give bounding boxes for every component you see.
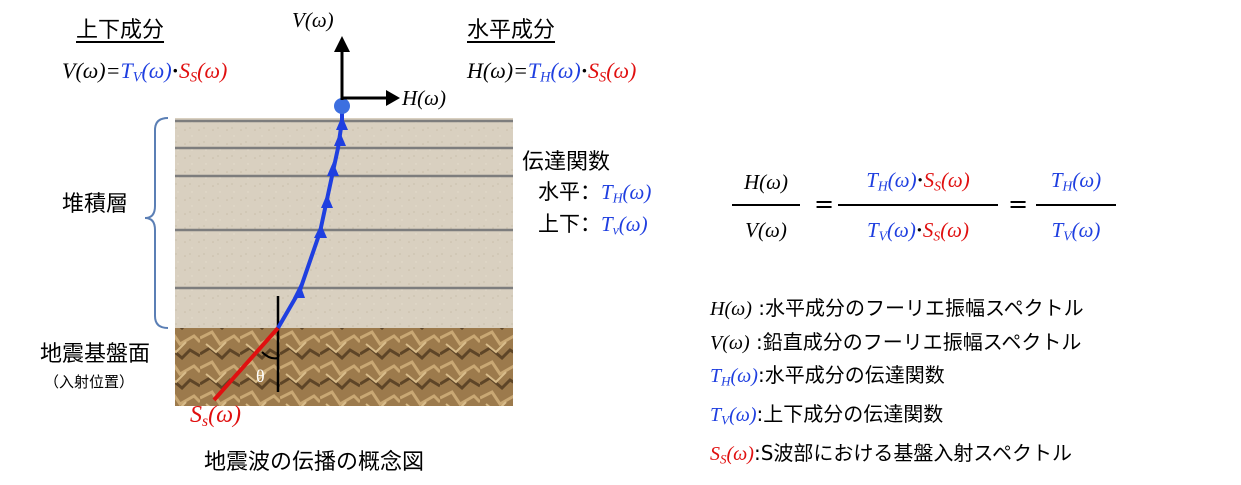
input-spectrum-label: Ss(ω) xyxy=(190,402,242,430)
ratio-mid-denominator: TV(ω)·SS(ω) xyxy=(866,218,970,244)
horizontal-formula-lhs: H(ω)= xyxy=(467,58,528,83)
ratio-mid-bar xyxy=(838,204,998,206)
v-axis-arrowhead xyxy=(334,36,350,52)
legend-item-v: V(ω) :鉛直成分のフーリエ振幅スペクトル xyxy=(710,329,1082,354)
horizontal-formula-transfer: TH(ω) xyxy=(527,58,581,86)
horizontal-component-title: 水平成分 xyxy=(467,18,556,43)
ratio-equals-1: = xyxy=(814,190,835,218)
sediment-brace xyxy=(144,117,169,329)
ratio-mid-numerator: TH(ω)·SS(ω) xyxy=(866,168,970,194)
ratio-rhs-denominator: TV(ω) xyxy=(1051,218,1101,244)
ratio-lhs-numerator: H(ω) xyxy=(744,170,788,194)
ratio-lhs-bar xyxy=(732,204,800,206)
angle-label: θ xyxy=(256,366,265,386)
legend-item-h: H(ω) :水平成分のフーリエ振幅スペクトル xyxy=(710,296,1084,320)
bedrock-layer xyxy=(175,328,513,406)
incident-ray xyxy=(212,326,280,402)
legend-item-th: TH(ω):水平成分の伝達関数 xyxy=(710,363,945,389)
v-axis-label: V(ω) xyxy=(292,8,334,32)
vertical-formula-lhs: V(ω)= xyxy=(62,58,121,83)
h-axis-arrowhead xyxy=(386,90,400,106)
vertical-formula-transfer: TV(ω) xyxy=(120,58,172,86)
sediment-label: 堆積層 xyxy=(62,192,129,217)
vertical-formula: V(ω)=TV(ω)·SS(ω) xyxy=(62,58,227,87)
ratio-equals-2: = xyxy=(1008,190,1029,218)
horizontal-formula-dot: · xyxy=(580,58,589,83)
incidence-label: （入射位置） xyxy=(44,373,135,391)
vertical-formula-input: SS(ω) xyxy=(179,58,228,86)
propagation-arrowheads xyxy=(293,116,348,298)
ratio-rhs-bar xyxy=(1036,204,1116,206)
legend: H(ω) :水平成分のフーリエ振幅スペクトル V(ω) :鉛直成分のフーリエ振幅… xyxy=(710,292,1084,475)
bedrock-label: 地震基盤面 xyxy=(40,342,151,367)
surface-point xyxy=(334,98,350,114)
horizontal-formula-input: SS(ω) xyxy=(588,58,637,86)
transfer-vertical: 上下：Tv(ω) xyxy=(538,212,648,238)
legend-item-ss: SS(ω):S波部における基盤入射スペクトル xyxy=(710,440,1072,466)
ratio-lhs-denominator: V(ω) xyxy=(745,218,787,242)
angle-arc xyxy=(261,351,279,360)
vertical-component-title: 上下成分 xyxy=(76,18,165,43)
legend-item-tv: TV(ω):上下成分の伝達関数 xyxy=(710,401,944,427)
h-axis-label: H(ω) xyxy=(402,86,446,110)
transfer-title: 伝達関数 xyxy=(522,150,611,175)
sediment-layer xyxy=(175,118,513,328)
ratio-rhs-numerator: TH(ω) xyxy=(1050,168,1102,194)
transfer-horizontal: 水平：TH(ω) xyxy=(538,180,652,206)
horizontal-formula: H(ω)=TH(ω)·SS(ω) xyxy=(467,58,636,87)
diagram-caption: 地震波の伝播の概念図 xyxy=(204,450,425,475)
vertical-formula-dot: · xyxy=(171,58,179,83)
